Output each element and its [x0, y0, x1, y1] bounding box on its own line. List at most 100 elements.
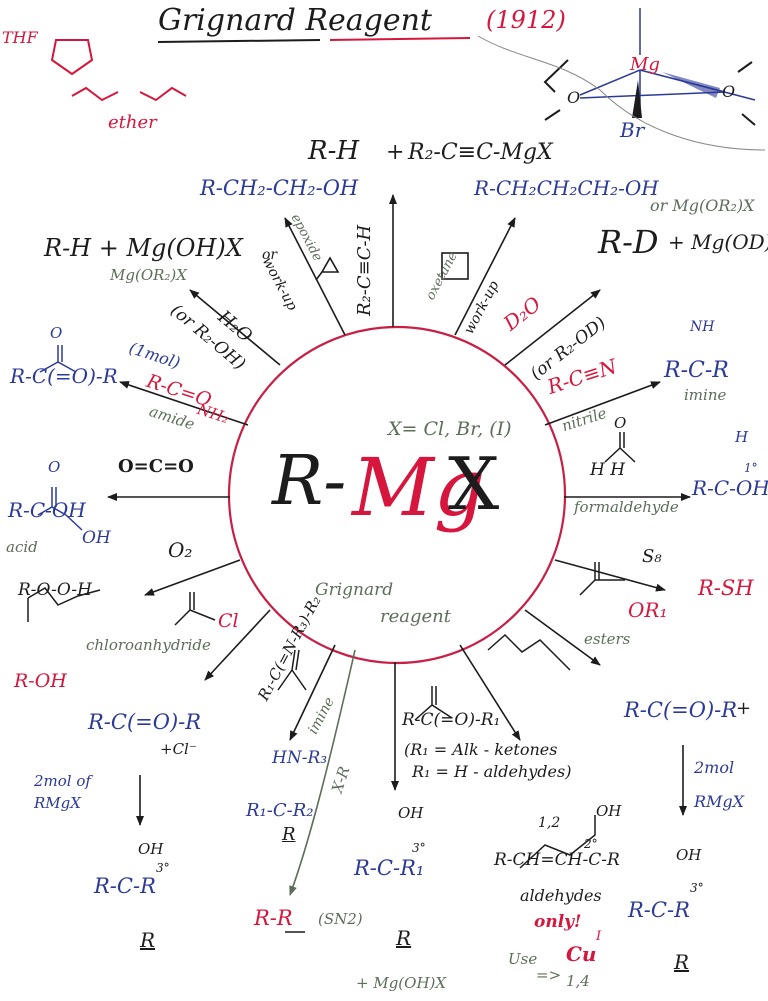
carbonyl-bonds [414, 686, 453, 721]
thf-label: THF [2, 28, 38, 47]
arrow-nitrile [544, 381, 661, 426]
enal-product: R-CH=CH-C-R [494, 850, 620, 870]
complex-o-left: O [567, 88, 581, 107]
oxetane-ring [441, 252, 469, 280]
formaldehyde-o: O [614, 414, 627, 432]
complex-box [477, 35, 766, 151]
acid-chloride-final-oh: OH [138, 840, 164, 858]
imine-product: R₁-C-R₂ [246, 800, 314, 821]
formaldehyde-product: R-C-OH [692, 476, 768, 500]
co2-oh: OH [82, 528, 111, 548]
complex-ethyls [543, 59, 756, 126]
co2-product: R-C-OH [8, 498, 86, 522]
ester-degree: 3° [690, 881, 704, 895]
arrow-sulfur [554, 559, 666, 592]
carbonyl-byproduct: + Mg(OH)X [356, 974, 447, 992]
oxetane-product: R-CH₂CH₂CH₂-OH [474, 176, 659, 200]
acid-chloride-degree: 3° [156, 861, 170, 875]
carbonyl-product: R-C-R₁ [354, 856, 425, 880]
enal-use: Use [508, 950, 538, 968]
title-year: (1912) [486, 6, 566, 34]
alkyne-plus: + [386, 140, 405, 165]
arrow-acid-chloride [204, 609, 271, 681]
carbonyl-product-r: R [396, 926, 412, 950]
complex-o-right: O [722, 82, 736, 101]
acid-chloride-label: chloroanhydride [86, 636, 211, 654]
water-alt-or: or [262, 247, 278, 263]
ether-label: ether [108, 112, 157, 133]
center-circle [227, 325, 567, 665]
ether-chain [71, 86, 187, 102]
d2o-alt: or Mg(OR₂)X [650, 196, 755, 215]
formaldehyde-label: formaldehyde [574, 498, 679, 516]
enal-product-bonds [519, 815, 596, 869]
center-label-2: reagent [380, 606, 451, 627]
alkyne-product-1: R-H [308, 136, 360, 166]
ester-note-1: 2mol [694, 758, 735, 777]
carbonyl-product-oh: OH [398, 804, 424, 822]
epoxide-product: R-CH₂-CH₂-OH [200, 176, 359, 200]
complex-mg: Mg [630, 54, 660, 75]
enal-arrow: => [536, 966, 562, 984]
arrow-sn2 [289, 649, 356, 896]
ketone-bonds [39, 345, 77, 373]
acid-bonds [37, 487, 83, 531]
formaldehyde-bonds [604, 432, 636, 463]
imine-bonds [277, 649, 307, 691]
oxygen-product: R-OH [14, 670, 67, 692]
center-r: R- [272, 442, 347, 521]
d2o-product: R-D [598, 223, 659, 261]
enal-label: aldehydes [520, 886, 602, 905]
acidchloride-bonds [174, 592, 216, 626]
acid-chloride-note-2: RMgX [34, 794, 81, 812]
sn2-label: (SN2) [318, 910, 363, 928]
acid-chloride-final: R-C-R [94, 874, 156, 898]
ester-final-r: R [674, 950, 690, 974]
arrow-imine [289, 644, 336, 741]
enal-cu-ox: I [596, 929, 602, 944]
imine-product-r: R [282, 824, 296, 845]
water-alt: Mg(OR₂)X [110, 266, 187, 284]
imine-product-top: HN-R₃ [272, 748, 328, 768]
complex-br: Br [620, 118, 645, 142]
arrow-oxygen [144, 559, 241, 596]
formaldehyde-degree: 1° [744, 461, 758, 475]
acid-chloride-cl: Cl [218, 610, 239, 632]
ester-product: R-C(=O)-R [624, 698, 738, 722]
ester-label: esters [584, 630, 631, 648]
enal-bonds [487, 633, 571, 671]
formaldehyde-reagent: H H [590, 460, 626, 480]
enal-ratio: 1,4 [566, 972, 590, 990]
formaldehyde-product-h: H [735, 428, 749, 446]
acid-chloride-byproduct: +Cl⁻ [160, 740, 197, 758]
acid-chloride-final-r: R [140, 928, 156, 952]
alkyne-product-2: R₂-C≡C-MgX [408, 140, 553, 165]
thf-ring [50, 39, 94, 76]
arrow-water [189, 289, 281, 366]
carbonyl-reagent: R-C(=O)-R₁ [402, 710, 501, 730]
ester-or1: OR₁ [628, 598, 668, 622]
thioester-bonds [579, 562, 625, 596]
sulfur-product: R-SH [698, 576, 754, 600]
enal-positions: 1,2 [538, 815, 561, 831]
arrow-amide [119, 381, 249, 426]
amide-product-o: O [50, 324, 63, 342]
enal-degree: 2° [584, 837, 598, 851]
enal-only: only! [534, 912, 582, 932]
center-x: X [448, 442, 500, 526]
ester-plus: + [736, 698, 752, 719]
carbonyl-note-1: (R₁ = Alk - ketones [404, 740, 558, 759]
amide-product: R-C(=O)-R [10, 364, 118, 388]
complex-bond-br [632, 80, 642, 118]
center-mg: Mg [352, 441, 486, 534]
co2-reagent: O=C=O [118, 456, 194, 477]
page-title: Grignard Reagent [158, 3, 432, 38]
ester-note-2: RMgX [694, 792, 745, 811]
ester-final: R-C-R [628, 898, 690, 922]
acid-chloride-note-1: 2mol of [34, 772, 91, 790]
d2o-byproduct: + Mg(OD) [668, 230, 768, 254]
acid-chloride-product: R-C(=O)-R [88, 710, 202, 734]
oxygen-peroxide: R-O-O-H [18, 580, 92, 600]
